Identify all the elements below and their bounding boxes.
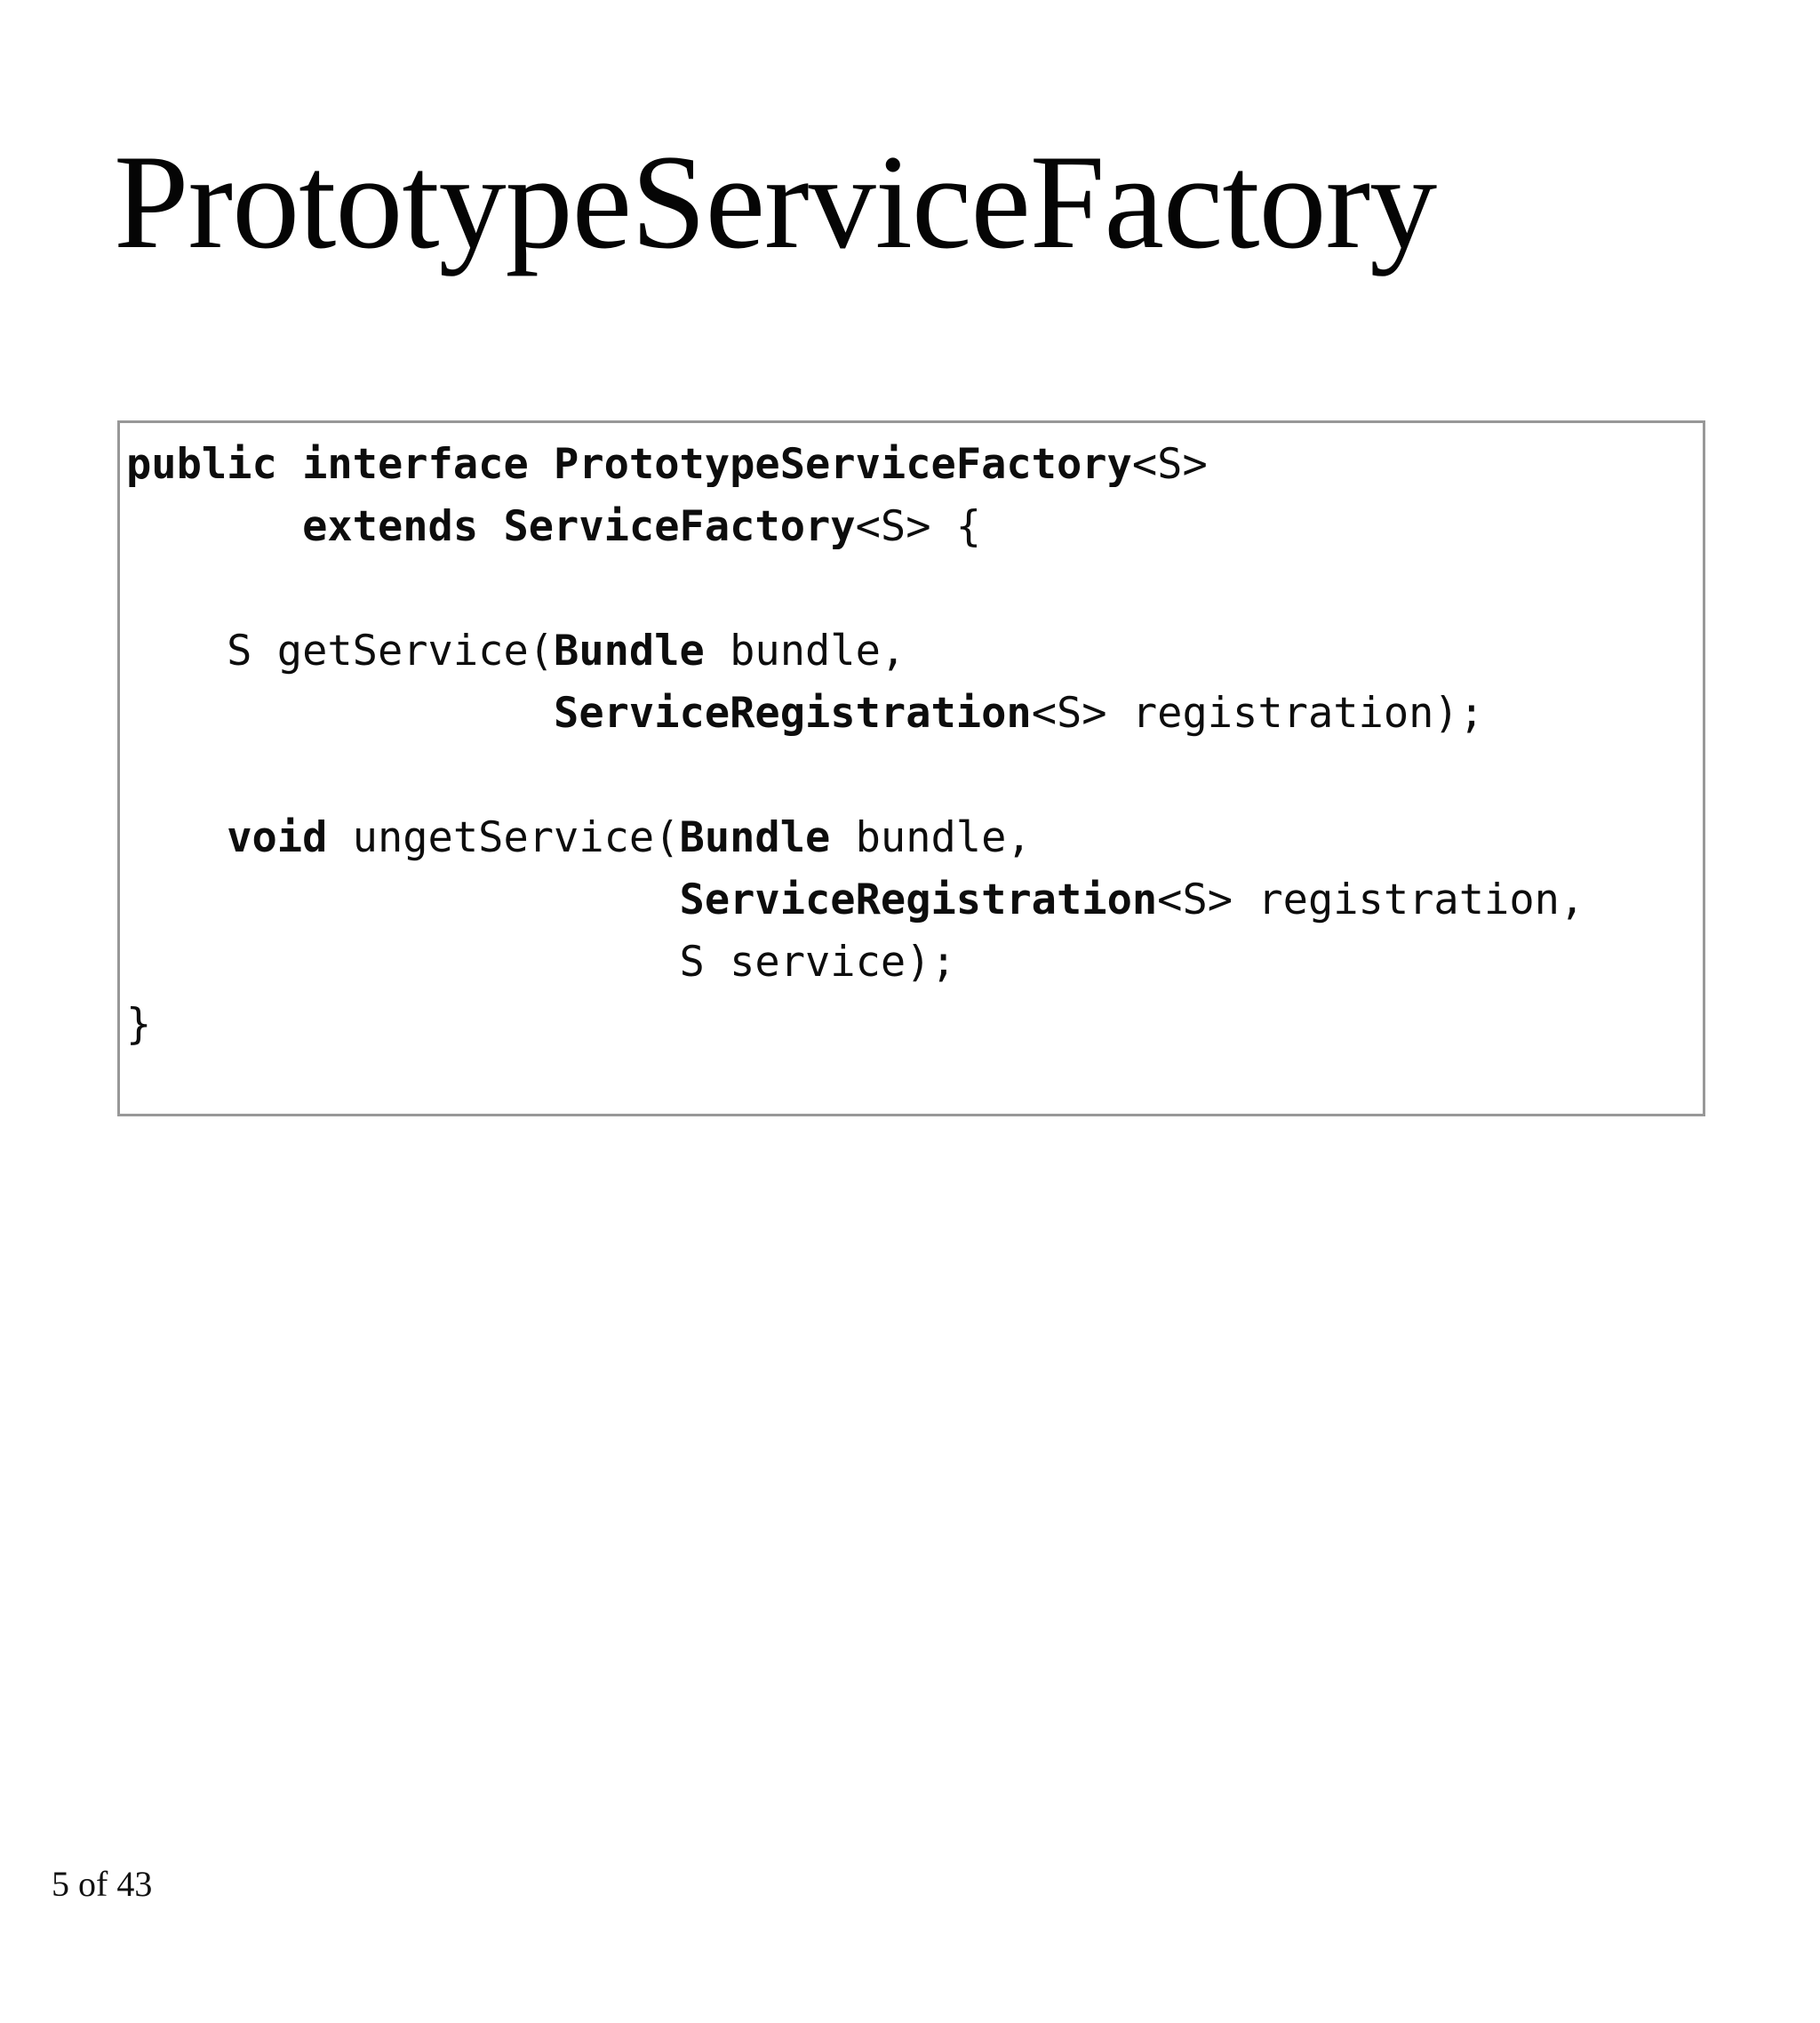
code-segment: <S> <box>1131 440 1208 489</box>
code-box: public interface PrototypeServiceFactory… <box>117 420 1705 1116</box>
code-segment-bold: void <box>227 813 328 862</box>
page-number: 5 of 43 <box>52 1864 153 1904</box>
code-segment <box>126 502 302 551</box>
code-segment: bundle, <box>830 813 1032 862</box>
code-segment <box>126 689 554 738</box>
code-segment: <S> registration, <box>1157 876 1585 924</box>
code-block: public interface PrototypeServiceFactory… <box>120 423 1703 1056</box>
code-segment: bundle, <box>704 627 906 676</box>
page-title: PrototypeServiceFactory <box>114 127 1437 276</box>
code-segment-bold: Bundle <box>554 627 705 676</box>
code-segment <box>126 813 227 862</box>
code-segment: <S> registration); <box>1031 689 1485 738</box>
code-segment-bold: ServiceRegistration <box>554 689 1032 738</box>
code-segment-bold: extends ServiceFactory <box>302 502 856 551</box>
code-segment: S getService( <box>126 627 555 676</box>
code-segment-bold: public interface PrototypeServiceFactory <box>126 440 1132 489</box>
code-segment: } <box>126 1000 152 1049</box>
code-segment <box>126 876 680 924</box>
code-segment: ungetService( <box>327 813 680 862</box>
code-segment: <S> { <box>855 502 982 551</box>
code-segment-bold: ServiceRegistration <box>679 876 1158 924</box>
code-segment: S service); <box>126 938 956 987</box>
code-segment-bold: Bundle <box>679 813 831 862</box>
